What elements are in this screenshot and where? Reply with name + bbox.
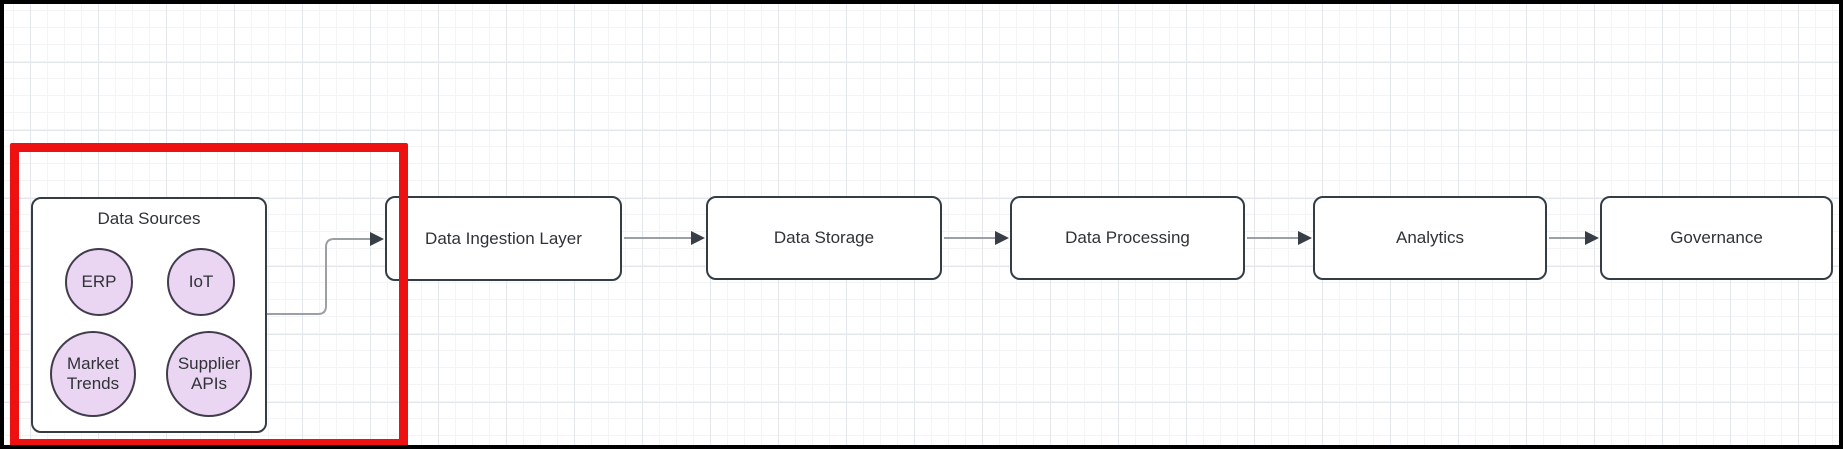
arrowhead-icon	[1298, 231, 1312, 245]
connector-ingestion-to-storage[interactable]	[624, 231, 705, 245]
connector-analytics-to-governance[interactable]	[1549, 231, 1599, 245]
node-label: Governance	[1670, 228, 1763, 247]
node-data-ingestion-layer[interactable]: Data Ingestion Layer	[385, 196, 622, 281]
arrowhead-icon	[1585, 231, 1599, 245]
connector-sources-to-ingestion[interactable]	[266, 232, 384, 315]
arrowhead-icon	[370, 232, 384, 246]
node-governance[interactable]: Governance	[1600, 196, 1833, 280]
source-node-label: ERP	[81, 272, 117, 292]
connector-storage-to-processing[interactable]	[944, 231, 1009, 245]
arrowhead-icon	[691, 231, 705, 245]
red-highlight-rectangle[interactable]	[10, 143, 408, 448]
node-label: Data Processing	[1065, 228, 1190, 247]
source-node-erp[interactable]: ERP	[65, 248, 133, 316]
connector-processing-to-analytics[interactable]	[1247, 231, 1312, 245]
data-sources-group[interactable]: Data Sources ERP IoT Market Trends Suppl…	[31, 197, 267, 433]
source-node-supplier-apis[interactable]: Supplier APIs	[166, 331, 252, 417]
node-analytics[interactable]: Analytics	[1313, 196, 1547, 280]
arrowhead-icon	[995, 231, 1009, 245]
node-data-storage[interactable]: Data Storage	[706, 196, 942, 280]
source-node-market-trends[interactable]: Market Trends	[50, 331, 136, 417]
source-node-iot[interactable]: IoT	[167, 248, 235, 316]
node-label: Data Ingestion Layer	[425, 228, 582, 248]
node-label: Analytics	[1395, 228, 1465, 247]
node-data-processing[interactable]: Data Processing	[1010, 196, 1245, 280]
source-node-label: Market Trends	[66, 354, 120, 393]
data-sources-group-title: Data Sources	[97, 209, 201, 228]
source-node-label: Supplier APIs	[177, 354, 241, 393]
source-node-label: IoT	[188, 272, 214, 292]
node-label: Data Storage	[773, 228, 875, 247]
